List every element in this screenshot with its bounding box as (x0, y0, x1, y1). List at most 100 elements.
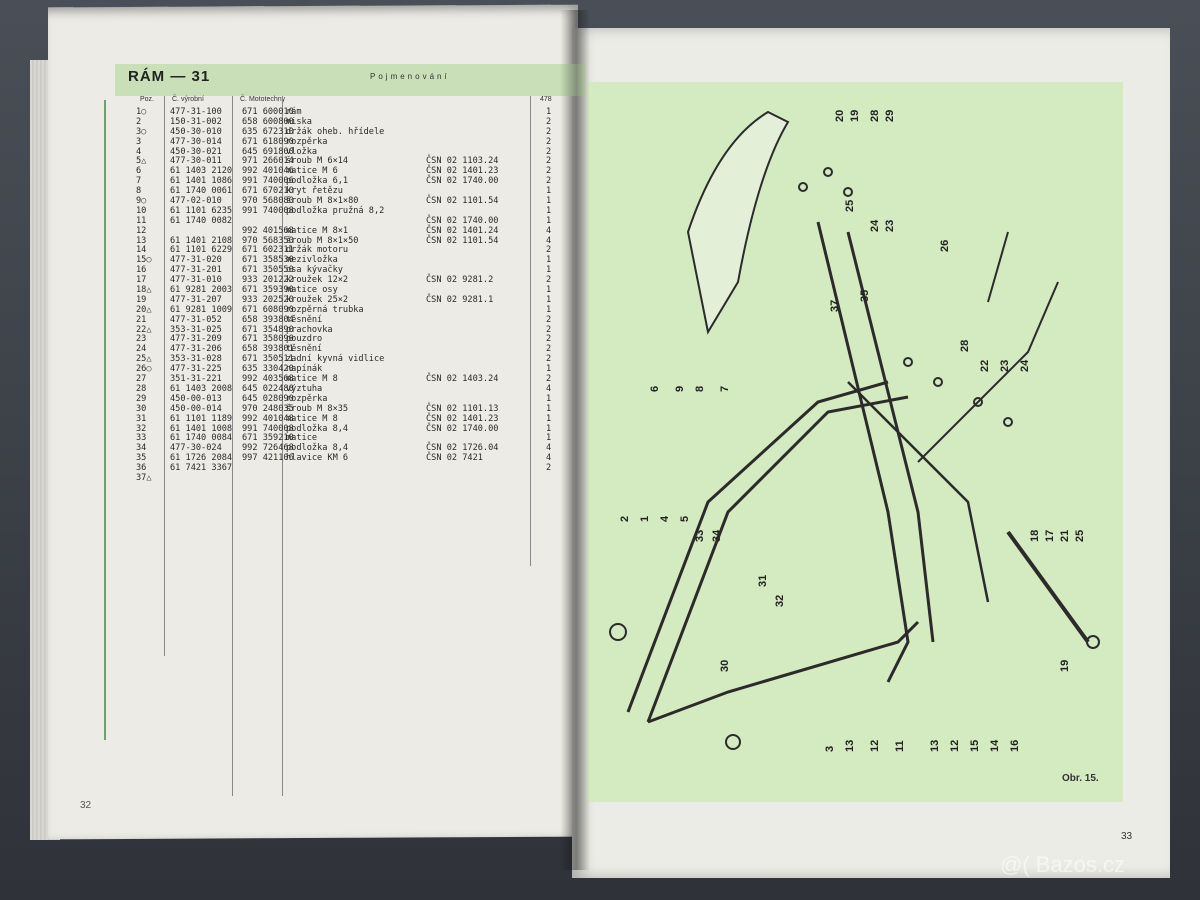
cell-qty: 1 (546, 364, 552, 375)
cell-norm: ČSN 02 1401.24 (426, 225, 499, 236)
cell-qty: 1 (546, 304, 552, 315)
cell-mototechna: 645 028090 (242, 393, 294, 404)
cell-mototechna: 671 350511 (242, 354, 294, 365)
cell-catalog: 450-30-021 (170, 146, 222, 157)
frame-tube (847, 381, 990, 603)
cell-mototechna: 658 393804 (242, 314, 294, 325)
cell-qty: 1 (546, 186, 552, 197)
cell-catalog: 61 1401 2108 (170, 235, 233, 246)
swing-arm (917, 281, 1059, 463)
cell-norm: ČSN 02 1726.04 (426, 443, 499, 454)
cell-qty: 2 (546, 275, 552, 286)
cell-qty: 1 (546, 294, 552, 305)
cell-catalog: 61 1101 6235 (170, 205, 233, 216)
cell-pos: 14 (136, 245, 147, 256)
cell-pos: 24 (136, 344, 147, 355)
column-divider (232, 96, 233, 796)
cell-qty: 1 (546, 196, 552, 207)
page-title: RÁM — 31 (128, 68, 211, 85)
cell-pos: 11 (136, 215, 147, 226)
cell-norm: ČSN 02 1740.00 (426, 176, 499, 187)
cell-pos: 6 (136, 166, 142, 177)
cell-catalog: 450-00-013 (170, 393, 222, 404)
frame-tube (626, 380, 889, 713)
svg-text:33: 33 (694, 530, 706, 542)
cell-mototechna: 991 740008 (242, 423, 294, 434)
svg-text:3: 3 (824, 746, 836, 752)
cell-pos: 25△ (136, 354, 152, 365)
cell-norm: ČSN 02 1101.54 (426, 196, 499, 207)
cell-pos: 2 (136, 116, 142, 127)
cell-qty: 2 (546, 314, 552, 325)
svg-text:20: 20 (834, 110, 846, 122)
cell-name: napínák (286, 364, 323, 375)
cell-mototechna: 671 602311 (242, 245, 294, 256)
cell-qty: 1 (546, 393, 552, 404)
cell-qty: 2 (546, 136, 552, 147)
svg-text:26: 26 (939, 240, 951, 252)
cell-qty: 4 (546, 235, 552, 246)
column-divider (164, 96, 165, 656)
cell-catalog: 351-31-221 (170, 374, 222, 385)
page-number-left: 32 (80, 800, 92, 811)
book-gutter-shadow (560, 10, 590, 870)
cell-name: rozpěrka (286, 136, 328, 147)
cell-norm: ČSN 02 1403.24 (426, 374, 499, 385)
cell-qty: 2 (546, 176, 552, 187)
svg-text:23: 23 (884, 220, 896, 232)
frame-tube (647, 620, 920, 724)
cell-qty: 1 (546, 285, 552, 296)
cell-catalog: 61 1101 6229 (170, 245, 233, 256)
cell-qty: 4 (546, 383, 552, 394)
table-row: 37△ (110, 473, 580, 484)
cell-mototechna: 970 248035 (242, 403, 294, 414)
cell-name: šroub M 8×1×50 (286, 235, 359, 246)
cell-pos: 36 (136, 463, 147, 474)
svg-text:17: 17 (1044, 530, 1056, 542)
cell-pos: 31 (136, 413, 147, 424)
cell-catalog: 477-31-010 (170, 275, 222, 286)
svg-text:28: 28 (959, 340, 971, 352)
svg-text:16: 16 (1009, 740, 1021, 752)
cell-catalog: 477-31-100 (170, 107, 222, 117)
chain-guard (686, 110, 790, 335)
cell-norm: ČSN 02 9281.1 (426, 294, 494, 305)
svg-text:13: 13 (929, 740, 941, 752)
cell-name: šroub M 8×1×80 (286, 196, 359, 207)
cell-qty: 1 (546, 403, 552, 414)
cell-norm: ČSN 02 7421 (426, 453, 483, 464)
bolt (843, 187, 853, 197)
svg-text:24: 24 (1019, 359, 1031, 372)
cell-pos: 10 (136, 205, 147, 216)
cell-catalog: 477-31-225 (170, 364, 222, 375)
cell-mototechna: 635 672310 (242, 126, 294, 137)
cell-mototechna: 997 421106 (242, 453, 294, 464)
svg-text:9: 9 (674, 386, 686, 392)
cell-pos: 13 (136, 235, 147, 246)
cell-catalog: 61 1740 0061 (170, 186, 233, 197)
cell-qty: 4 (546, 453, 552, 464)
bolt (973, 397, 983, 407)
watermark: @( Bazos.cz (1000, 852, 1126, 877)
cell-qty: 2 (546, 146, 552, 157)
cell-name: matice M 8×1 (286, 225, 349, 236)
cell-mototechna: 671 608090 (242, 304, 294, 315)
cell-qty: 2 (546, 334, 552, 345)
cell-name: matice M 6 (286, 166, 338, 177)
cell-pos: 15○ (136, 255, 152, 266)
cell-mototechna: 992 401568 (242, 225, 294, 236)
cell-mototechna: 970 568350 (242, 235, 294, 246)
